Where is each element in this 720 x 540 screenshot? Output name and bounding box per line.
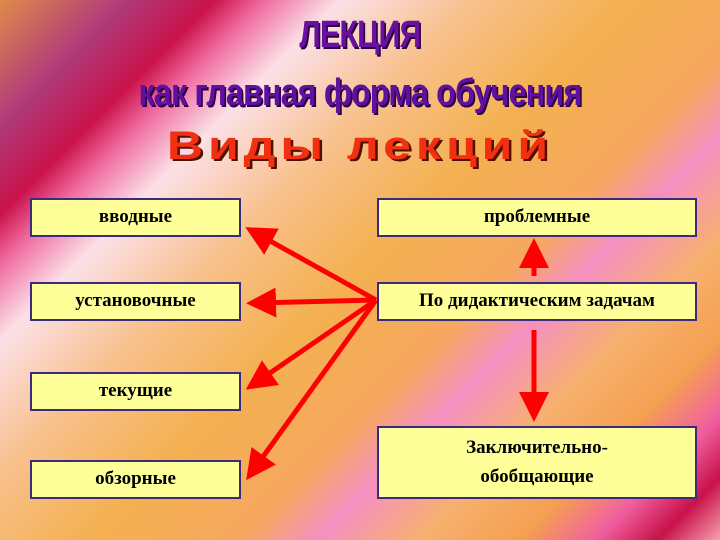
box-tekushchie: текущие	[30, 372, 241, 411]
arrow-to-obzornye	[246, 298, 379, 481]
box-didactic-tasks: По дидактическим задачам	[377, 282, 697, 321]
arrow-to-tekushchie	[245, 297, 378, 390]
box-ustanovochnye: установочные	[30, 282, 241, 321]
subtitle: как главная форма обучения	[138, 72, 583, 114]
box-problemnye: проблемные	[377, 198, 697, 237]
box-vvodnye: вводные	[30, 198, 241, 237]
heading-lecture-types: Виды лекций	[166, 124, 554, 168]
arrow-to-ustanovochnye	[246, 287, 377, 318]
title-lecture: ЛЕКЦИЯ	[299, 14, 421, 56]
arrow-to-vvodnye	[245, 227, 378, 303]
box-obzornye: обзорные	[30, 460, 241, 499]
box-final-generalizing: Заключительно-обобщающие	[377, 426, 697, 499]
